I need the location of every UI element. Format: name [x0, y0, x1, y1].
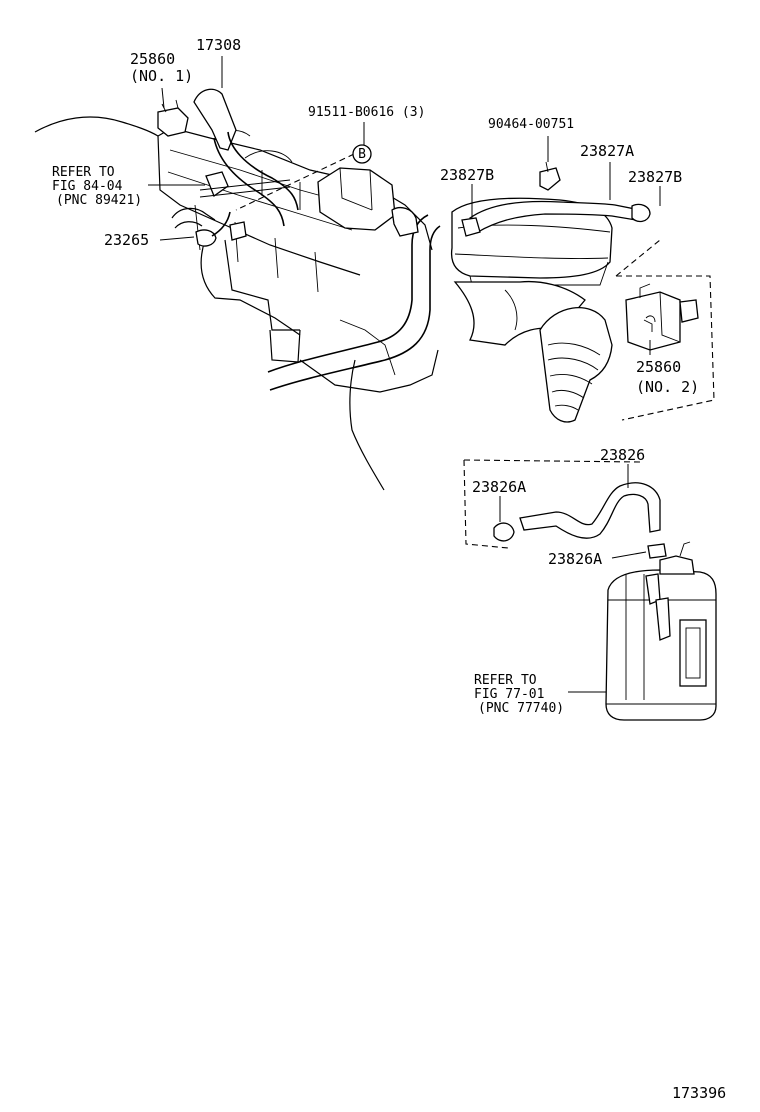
label-refer84-line2: FIG 84-04 — [52, 179, 123, 194]
label-refer84-line1: REFER TO — [52, 165, 115, 180]
label-23827B-left: 23827B — [440, 166, 494, 184]
engine-assembly — [34, 116, 441, 491]
label-91511: 91511-B0616 (3) — [308, 105, 425, 120]
air-intake-assembly — [450, 161, 651, 423]
label-23826: 23826 — [600, 446, 645, 464]
label-25860-no2: 25860 — [636, 358, 681, 376]
refer-b-circle — [352, 144, 372, 164]
label-23826A-lower: 23826A — [548, 550, 602, 568]
canister-hose-assembly — [463, 459, 717, 721]
label-refer77-line3: (PNC 77740) — [478, 701, 564, 716]
label-23265: 23265 — [104, 231, 149, 249]
figure-number: 173396 — [672, 1084, 726, 1102]
label-25860-no1: 25860 — [130, 50, 175, 68]
refer-b-letter: B — [358, 147, 366, 162]
label-25860-no1-sub: (NO. 1) — [130, 67, 193, 85]
label-25860-no2-sub: (NO. 2) — [636, 378, 699, 396]
vsv-no2-assembly — [615, 239, 715, 421]
label-refer77-line1: REFER TO — [474, 673, 537, 688]
vsv-no1-assembly — [157, 88, 299, 247]
label-17308: 17308 — [196, 36, 241, 54]
label-23827B-right: 23827B — [628, 168, 682, 186]
label-23826A-upper: 23826A — [472, 478, 526, 496]
leader-lines — [148, 56, 661, 693]
label-refer77-line2: FIG 77-01 — [474, 687, 544, 702]
label-refer84-line3: (PNC 89421) — [56, 193, 142, 208]
label-23827A: 23827A — [580, 142, 634, 160]
label-90464: 90464-00751 — [488, 117, 574, 132]
